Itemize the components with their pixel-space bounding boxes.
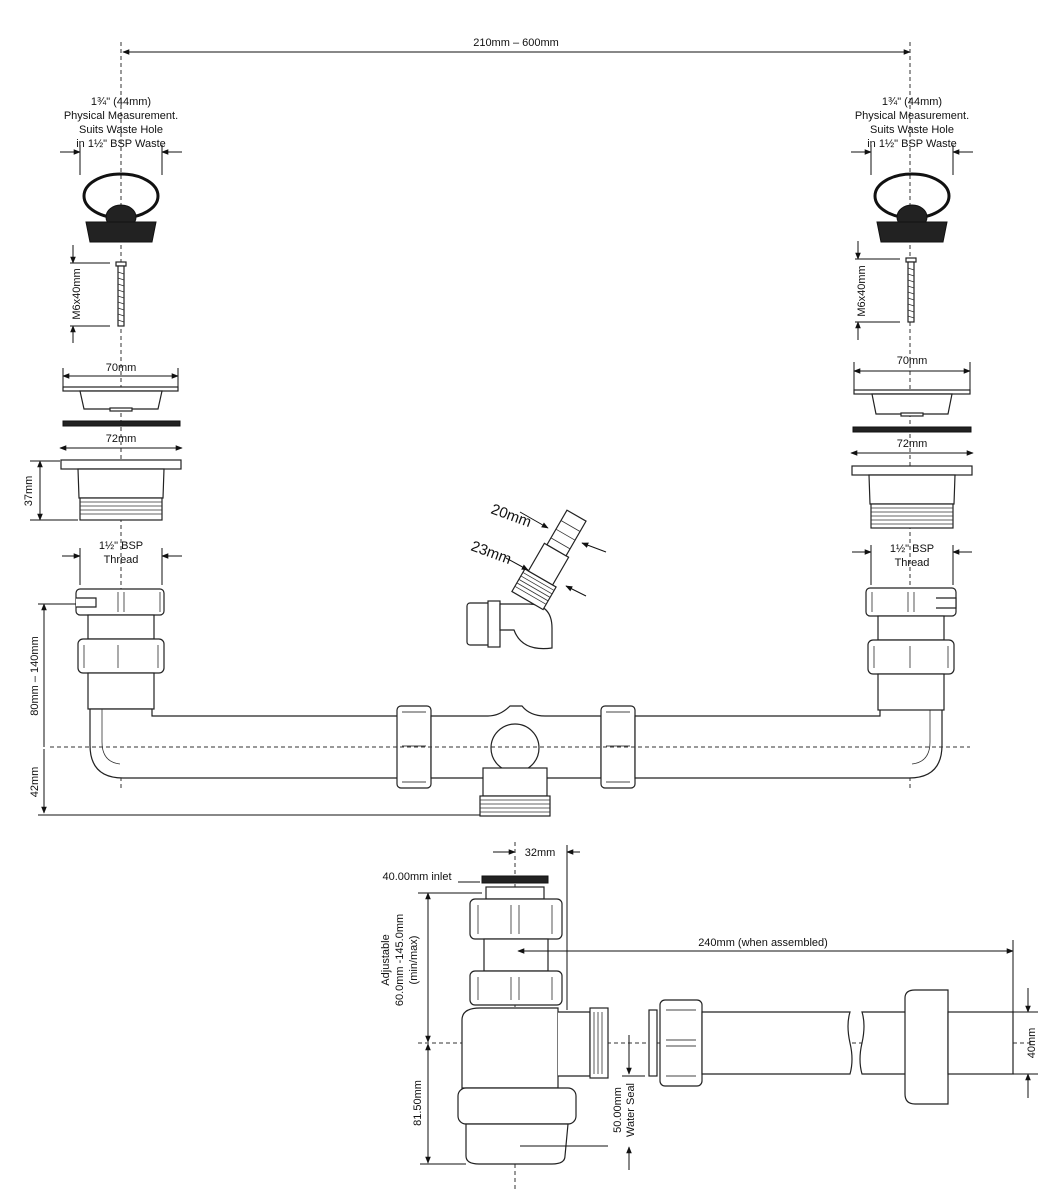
left-screw: M6x40mm — [70, 245, 127, 343]
right-plug-note-line-1: 1¾" (44mm) — [882, 96, 942, 108]
bottle-trap-inlet-offset: 32mm — [493, 845, 580, 1010]
left-waste-body: 72mm 37mm — [23, 433, 183, 521]
left-grate: 70mm — [62, 362, 181, 427]
adjustable-label-line-1: Adjustable — [380, 934, 392, 985]
right-flange-label: 72mm — [897, 438, 928, 450]
pipe-diameter-label: 40mm — [1026, 1028, 1038, 1059]
left-thread-label-line-2: Thread — [104, 554, 139, 566]
left-grate-label: 70mm — [106, 362, 137, 374]
left-plug-note-line-1: 1¾" (44mm) — [91, 96, 151, 108]
right-riser-assembly — [865, 587, 957, 711]
left-plug-with-ring — [82, 172, 160, 243]
central-tee-junction — [396, 705, 636, 817]
right-grate: 70mm — [852, 355, 972, 433]
bottle-trap-adjustable-dimension: Adjustable 60.0mm -145.0mm (min/max) — [380, 892, 482, 1043]
inlet-offset-label: 32mm — [525, 847, 556, 859]
left-thread-dimension: 1½" BSP Thread — [62, 540, 182, 585]
right-screw-label: M6x40mm — [856, 265, 868, 316]
bottle-trap-height-dimension: 81.50mm — [412, 1043, 466, 1165]
spigot-inner-label: 23mm — [469, 538, 514, 568]
left-height-range-label: 80mm – 140mm — [29, 636, 41, 715]
right-plug-note-line-4: in 1½" BSP Waste — [867, 138, 957, 150]
trap-body-height-label: 81.50mm — [412, 1080, 424, 1126]
right-plug-note: 1¾" (44mm) Physical Measurement. Suits W… — [851, 96, 973, 175]
left-lower-offset-label: 42mm — [29, 767, 41, 798]
right-plug-with-ring — [873, 172, 951, 243]
adjustable-label-line-2: 60.0mm -145.0mm — [394, 914, 406, 1006]
pipe-diameter-dimension: 40mm — [1013, 988, 1038, 1098]
top-span-dimension: 210mm – 600mm — [122, 37, 911, 55]
right-thread-label-line-2: Thread — [895, 557, 930, 569]
right-plug-note-line-3: Suits Waste Hole — [870, 124, 954, 136]
left-plug-note: 1¾" (44mm) Physical Measurement. Suits W… — [60, 96, 182, 175]
left-screw-label: M6x40mm — [71, 268, 83, 319]
right-screw: M6x40mm — [855, 241, 917, 340]
bottle-trap-outlet — [558, 989, 1014, 1105]
bottle-trap-body — [457, 898, 608, 1165]
adjustable-label-line-3: (min/max) — [408, 936, 420, 985]
water-seal-label-line-2: Water Seal — [625, 1083, 637, 1137]
left-plug-note-line-3: Suits Waste Hole — [79, 124, 163, 136]
left-body-height-label: 37mm — [23, 476, 35, 507]
assembled-length-label: 240mm (when assembled) — [698, 937, 828, 949]
water-seal-dimension: 50.00mm Water Seal — [612, 1035, 645, 1170]
top-span-label: 210mm – 600mm — [473, 37, 559, 49]
assembled-length-dimension: 240mm (when assembled) — [517, 937, 1014, 1012]
water-seal-label-line-1: 50.00mm — [612, 1087, 624, 1133]
hose-spigot: 20mm 23mm — [466, 501, 607, 650]
left-thread-label-line-1: 1½" BSP — [99, 540, 143, 552]
left-flange-label: 72mm — [106, 433, 137, 445]
left-riser-assembly: 80mm – 140mm 42mm — [29, 588, 480, 816]
left-horizontal-pipe — [89, 708, 399, 779]
bottle-trap-inlet: 40.00mm inlet — [382, 871, 549, 900]
right-plug-note-line-2: Physical Measurement. — [855, 110, 969, 122]
right-grate-label: 70mm — [897, 355, 928, 367]
right-waste-body: 72mm — [850, 438, 974, 529]
right-thread-dimension: 1½" BSP Thread — [852, 543, 972, 585]
right-thread-label-line-1: 1½" BSP — [890, 543, 934, 555]
left-plug-note-line-4: in 1½" BSP Waste — [76, 138, 166, 150]
inlet-label: 40.00mm inlet — [382, 871, 451, 883]
right-horizontal-pipe — [634, 708, 943, 779]
left-plug-note-line-2: Physical Measurement. — [64, 110, 178, 122]
